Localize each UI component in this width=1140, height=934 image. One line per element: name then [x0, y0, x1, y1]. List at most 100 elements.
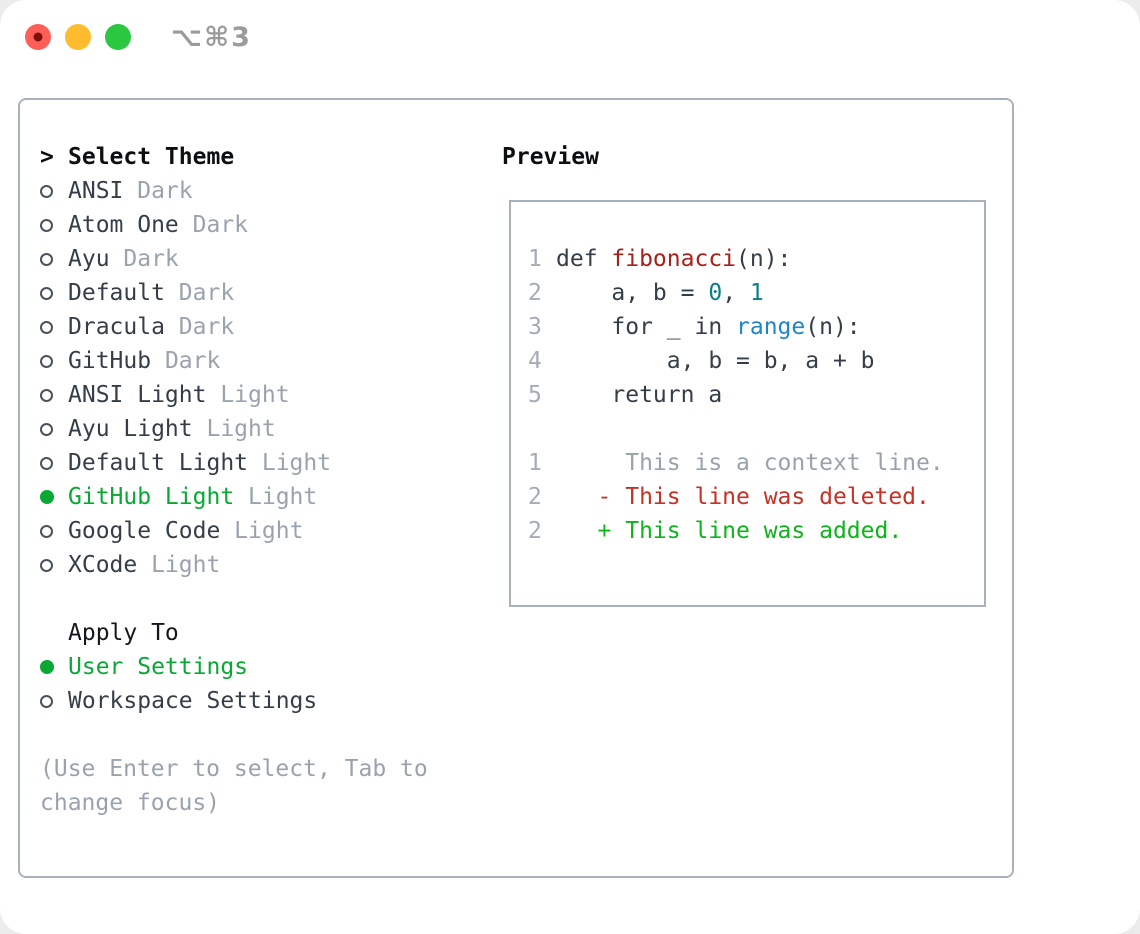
theme-variant: Light: [192, 416, 276, 442]
code-segment: This is a context line.: [556, 450, 944, 476]
apply-to-header: Apply To: [68, 620, 179, 646]
apply-to-label: User Settings: [68, 654, 249, 680]
radio-selected-icon: [40, 490, 54, 504]
theme-option[interactable]: Ayu Light Light: [40, 412, 502, 446]
line-number: 2: [528, 484, 542, 510]
theme-option[interactable]: Default Light Light: [40, 446, 502, 480]
theme-option[interactable]: Atom One Dark: [40, 208, 502, 242]
theme-option[interactable]: GitHub Dark: [40, 344, 502, 378]
theme-name: Dracula: [68, 314, 165, 340]
titlebar: ⌥⌘3: [0, 0, 1140, 74]
line-number: 1: [528, 246, 542, 272]
code-segment: 1: [749, 280, 764, 306]
theme-variant: Dark: [151, 348, 221, 374]
code-segment: (n):: [736, 246, 792, 272]
radio-slot: [40, 184, 68, 198]
radio-icon: [40, 354, 53, 368]
radio-slot: [40, 320, 68, 334]
minimize-button[interactable]: [65, 24, 91, 50]
radio-slot: [40, 558, 68, 572]
theme-option[interactable]: Ayu Dark: [40, 242, 502, 276]
theme-name: GitHub Light: [68, 484, 235, 510]
radio-icon: [40, 524, 53, 538]
theme-variant: Dark: [164, 280, 235, 306]
theme-variant: Light: [220, 518, 304, 544]
theme-option[interactable]: ANSI Dark: [40, 174, 502, 208]
theme-option[interactable]: Google Code Light: [40, 514, 502, 548]
apply-to-header-row: Apply To: [40, 616, 502, 650]
radio-icon: [40, 558, 53, 572]
theme-option[interactable]: XCode Light: [40, 548, 502, 582]
theme-variant: Light: [137, 552, 221, 578]
theme-option[interactable]: Dracula Dark: [40, 310, 502, 344]
radio-icon: [40, 320, 53, 334]
radio-slot: [40, 456, 68, 470]
radio-slot: [40, 354, 68, 368]
radio-slot: [40, 252, 68, 266]
theme-name: XCode: [68, 552, 138, 578]
radio-slot: [40, 490, 68, 504]
code-segment: a, b =: [556, 280, 709, 306]
radio-icon: [40, 694, 53, 708]
close-button-dot: [33, 32, 43, 42]
apply-to-option[interactable]: Workspace Settings: [40, 684, 502, 718]
radio-icon: [40, 286, 53, 300]
apply-to-label: Workspace Settings: [68, 688, 318, 714]
radio-slot: [40, 286, 68, 300]
radio-slot: [40, 388, 68, 402]
theme-name: Default: [68, 280, 165, 306]
radio-slot: [40, 524, 68, 538]
theme-variant: Dark: [178, 212, 249, 238]
theme-option[interactable]: Default Dark: [40, 276, 502, 310]
radio-icon: [40, 456, 53, 470]
line-number: 3: [528, 314, 542, 340]
radio-slot: [40, 422, 68, 436]
close-button[interactable]: [25, 24, 51, 50]
code-line: 4 a, b = b, a + b: [528, 344, 984, 378]
code-segment: + This line was added.: [556, 518, 903, 544]
theme-variant: Light: [234, 484, 318, 510]
code-line: 5 return a: [528, 378, 984, 412]
radio-slot: [40, 218, 68, 232]
theme-option[interactable]: GitHub Light Light: [40, 480, 502, 514]
code-line: 3 for _ in range(n):: [528, 310, 984, 344]
radio-selected-icon: [40, 660, 54, 674]
theme-variant: Dark: [123, 178, 193, 204]
code-segment: 0: [708, 280, 723, 306]
line-number: 2: [528, 518, 542, 544]
theme-name: Default Light: [68, 450, 249, 476]
code-segment: - This line was deleted.: [556, 484, 930, 510]
radio-icon: [40, 388, 53, 402]
theme-name: Ayu Light: [68, 416, 193, 442]
theme-variant: Dark: [164, 314, 235, 340]
code-line: 1 This is a context line.: [528, 446, 984, 480]
theme-name: ANSI Light: [68, 382, 207, 408]
code-line: 2 - This line was deleted.: [528, 480, 984, 514]
line-number: 2: [528, 280, 542, 306]
theme-option[interactable]: ANSI Light Light: [40, 378, 502, 412]
code-segment: a, b = b, a + b: [556, 348, 875, 374]
code-segment: range: [736, 314, 806, 340]
code-segment: return a: [556, 382, 723, 408]
theme-name: Ayu: [68, 246, 110, 272]
radio-icon: [40, 184, 53, 198]
prompt-icon: >: [40, 144, 54, 170]
spacer: [40, 582, 502, 616]
apply-to-option[interactable]: User Settings: [40, 650, 502, 684]
radio-icon: [40, 252, 53, 266]
select-theme-header: Select Theme: [68, 144, 235, 170]
code-segment: ,: [722, 280, 750, 306]
zoom-button[interactable]: [105, 24, 131, 50]
theme-variant: Dark: [109, 246, 179, 272]
code-segment: fibonacci: [611, 246, 737, 272]
theme-name: Google Code: [68, 518, 221, 544]
code-segment: (n):: [805, 314, 861, 340]
keyboard-hint: (Use Enter to select, Tab to change focu…: [40, 756, 428, 816]
radio-slot: [40, 660, 68, 674]
